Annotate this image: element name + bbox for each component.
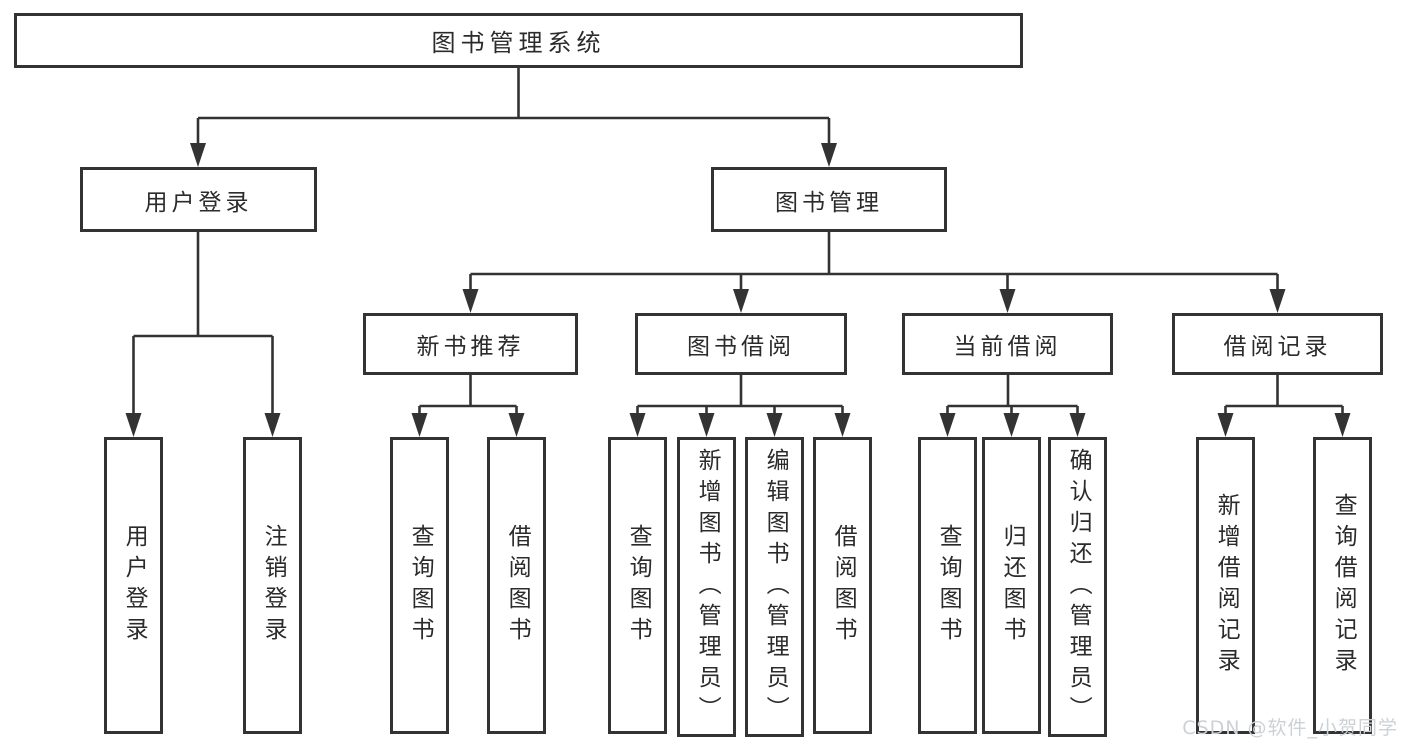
leaf-label: 用户登录 xyxy=(121,523,148,648)
csdn-watermark: CSDN @软件_小贺同学 xyxy=(1182,717,1398,739)
leaf-add-book-admin: 新增图书（管理员） xyxy=(677,437,736,737)
leaf-add-borrow-record: 新增借阅记录 xyxy=(1196,437,1255,734)
leaf-label: 注销登录 xyxy=(260,523,287,648)
node-book-borrow: 图书借阅 xyxy=(635,313,847,375)
arrow-icon xyxy=(698,413,715,437)
arrow-icon xyxy=(190,143,206,167)
leaf-query-borrow-record: 查询借阅记录 xyxy=(1313,437,1372,734)
arrow-icon xyxy=(834,413,851,437)
leaf-label: 编辑图书（管理员） xyxy=(762,447,789,727)
leaf-edit-book-admin: 编辑图书（管理员） xyxy=(745,437,804,737)
leaf-label: 查询图书 xyxy=(935,523,962,648)
arrow-icon xyxy=(411,413,428,437)
node-borrow-records: 借阅记录 xyxy=(1172,313,1383,375)
arrow-icon xyxy=(766,413,783,437)
leaf-label: 查询借阅记录 xyxy=(1330,492,1357,679)
node-library-management-system: 图书管理系统 xyxy=(14,13,1023,68)
arrow-icon xyxy=(629,413,646,437)
arrow-icon xyxy=(1003,413,1020,437)
arrow-icon xyxy=(939,413,956,437)
arrowheads xyxy=(125,143,1351,437)
node-label: 借阅记录 xyxy=(1223,334,1332,360)
leaf-confirm-return-admin: 确认归还（管理员） xyxy=(1048,437,1107,737)
arrow-icon xyxy=(125,413,142,437)
leaf-label: 查询图书 xyxy=(625,523,652,648)
leaf-label: 归还图书 xyxy=(999,523,1026,648)
node-label: 新书推荐 xyxy=(416,334,525,360)
node-label: 图书管理 xyxy=(775,189,883,216)
arrow-icon xyxy=(733,289,749,313)
leaf-label: 新增图书（管理员） xyxy=(694,447,721,727)
arrow-icon xyxy=(1069,413,1086,437)
node-book-management: 图书管理 xyxy=(711,167,947,232)
leaf-borrow-books: 借阅图书 xyxy=(813,437,872,734)
arrow-icon xyxy=(1217,413,1234,437)
leaf-borrow-books-recommend: 借阅图书 xyxy=(487,437,546,734)
node-current-borrow: 当前借阅 xyxy=(902,313,1113,375)
arrow-icon xyxy=(508,413,525,437)
arrow-icon xyxy=(462,289,479,313)
arrow-icon xyxy=(1269,289,1286,313)
node-new-book-recommend: 新书推荐 xyxy=(363,313,578,375)
node-label: 用户登录 xyxy=(144,189,253,216)
leaf-label: 借阅图书 xyxy=(504,523,531,648)
leaf-label: 新增借阅记录 xyxy=(1213,492,1240,679)
leaf-label: 查询图书 xyxy=(407,523,434,648)
node-label: 图书管理系统 xyxy=(431,29,606,57)
leaf-label: 确认归还（管理员） xyxy=(1065,447,1092,727)
node-label: 当前借阅 xyxy=(953,334,1062,360)
node-user-login-group: 用户登录 xyxy=(80,167,317,232)
arrow-icon xyxy=(264,413,281,437)
arrow-icon xyxy=(821,143,837,167)
leaf-query-books-current: 查询图书 xyxy=(918,437,977,734)
arrow-icon xyxy=(999,289,1016,313)
leaf-query-books-borrow: 查询图书 xyxy=(608,437,667,734)
leaf-user-login: 用户登录 xyxy=(104,437,163,734)
leaf-logout: 注销登录 xyxy=(243,437,302,734)
leaf-return-book: 归还图书 xyxy=(982,437,1041,734)
node-label: 图书借阅 xyxy=(687,334,795,360)
arrow-icon xyxy=(1334,413,1351,437)
leaf-query-books-recommend: 查询图书 xyxy=(390,437,449,734)
leaf-label: 借阅图书 xyxy=(830,523,857,648)
